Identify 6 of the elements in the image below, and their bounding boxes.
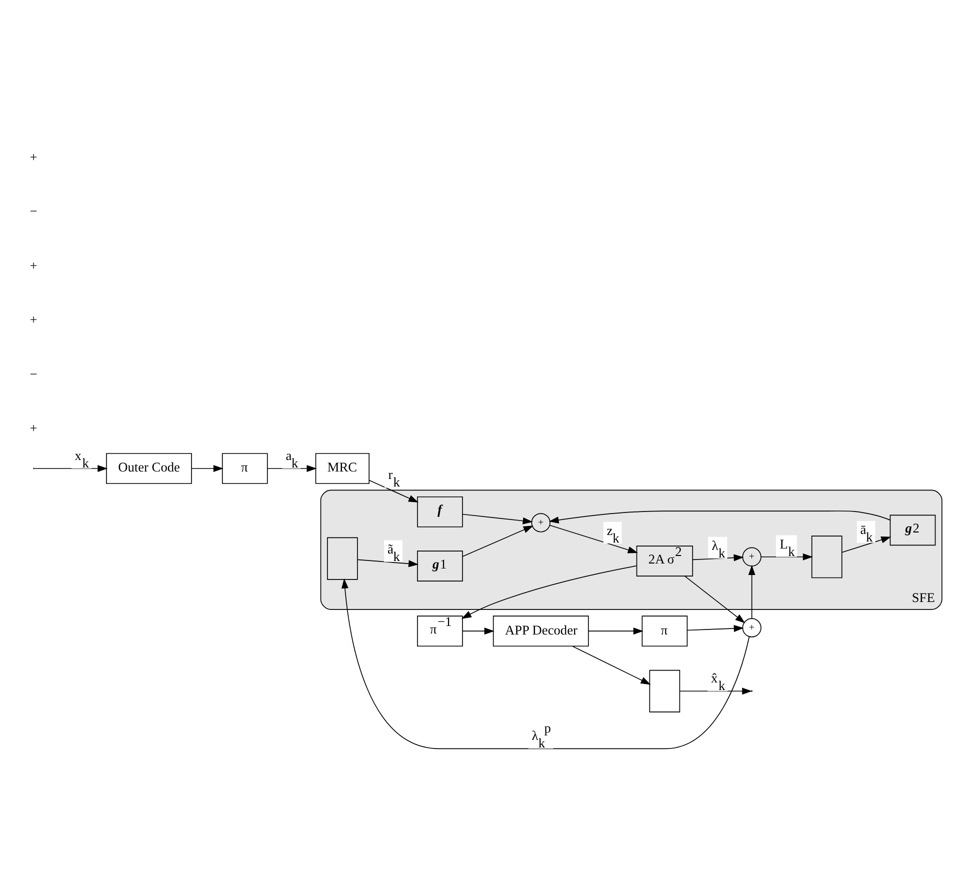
- label: +: [30, 257, 38, 272]
- label: −: [30, 203, 38, 218]
- label: +: [30, 149, 38, 164]
- label: +: [30, 420, 38, 435]
- label: +: [30, 312, 38, 327]
- label: −: [30, 366, 38, 381]
